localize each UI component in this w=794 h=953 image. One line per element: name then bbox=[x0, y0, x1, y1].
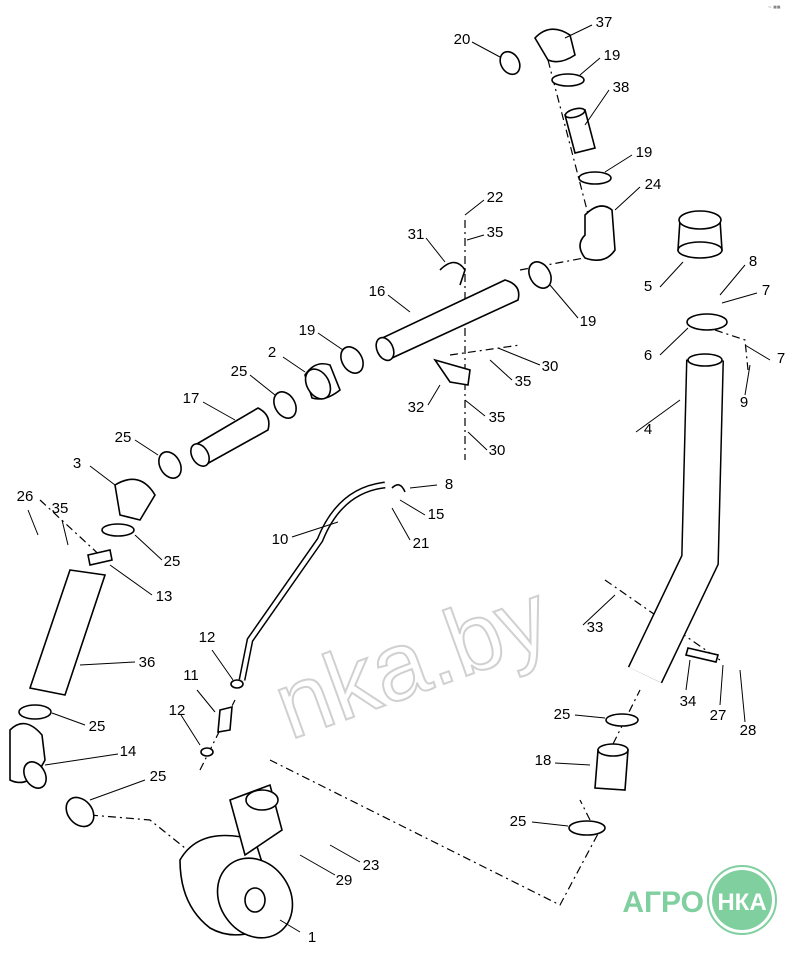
callout: 10 bbox=[272, 531, 289, 548]
logo-right-text: НКА bbox=[717, 889, 766, 916]
part-25-ring bbox=[273, 391, 297, 419]
callout: 5 bbox=[644, 278, 652, 295]
callout: 25 bbox=[89, 718, 106, 735]
callout: 30 bbox=[489, 442, 506, 459]
agronka-logo: АГРО НКА bbox=[622, 865, 777, 935]
callout: 28 bbox=[740, 722, 757, 739]
callout: 2 bbox=[268, 344, 276, 361]
callout: 32 bbox=[408, 399, 425, 416]
callout: 20 bbox=[454, 31, 471, 48]
callout: 34 bbox=[680, 693, 697, 710]
callout: 3 bbox=[73, 455, 81, 472]
part-12-clamp bbox=[200, 747, 214, 757]
callout: 31 bbox=[408, 226, 425, 243]
callout: 24 bbox=[645, 176, 662, 193]
part-36-hose bbox=[28, 569, 107, 696]
callout: 25 bbox=[164, 553, 181, 570]
callout: 19 bbox=[580, 313, 597, 330]
callout: 8 bbox=[445, 476, 453, 493]
part-25-ring bbox=[158, 451, 182, 479]
callout: 15 bbox=[428, 506, 445, 523]
callout: 19 bbox=[604, 47, 621, 64]
part-19-ring bbox=[340, 346, 364, 374]
callout: 7 bbox=[777, 350, 785, 367]
callout: 25 bbox=[510, 813, 527, 830]
callout: 37 bbox=[596, 14, 613, 31]
part-19-ring bbox=[578, 171, 612, 185]
part-25-ring bbox=[101, 523, 135, 537]
part-20-ring bbox=[499, 50, 521, 76]
callout: 1 bbox=[308, 929, 316, 946]
part-25-ring bbox=[18, 704, 52, 720]
part-13-clamp bbox=[87, 549, 113, 566]
part-31-clip bbox=[439, 261, 466, 286]
callout: 23 bbox=[363, 857, 380, 874]
parts bbox=[9, 28, 728, 939]
watermark: nka.by bbox=[261, 562, 563, 759]
callout: 19 bbox=[636, 144, 653, 161]
callout: 19 bbox=[299, 322, 316, 339]
callout: 11 bbox=[183, 667, 199, 684]
callout: 13 bbox=[156, 588, 173, 605]
part-25-ring bbox=[568, 820, 606, 836]
logo-left-text: АГРО bbox=[622, 886, 704, 919]
part-6-clamp bbox=[686, 313, 728, 331]
part-34-clamp bbox=[684, 647, 720, 663]
part-19-ring bbox=[551, 73, 585, 87]
callout: 8 bbox=[749, 253, 757, 270]
part-11-connector bbox=[217, 705, 233, 733]
callout: 12 bbox=[199, 629, 216, 646]
callout: 29 bbox=[336, 872, 353, 889]
callout: 14 bbox=[120, 743, 137, 760]
part-3-elbow bbox=[114, 478, 156, 521]
callout: 35 bbox=[52, 500, 69, 517]
assembly-lines bbox=[39, 59, 749, 906]
leader-lines bbox=[27, 24, 771, 933]
callout: 35 bbox=[515, 373, 532, 390]
callout: 26 bbox=[17, 488, 34, 505]
part-25-ring bbox=[65, 796, 95, 828]
callout-labels: 20 37 19 38 19 24 22 35 31 5 8 7 19 16 1… bbox=[17, 14, 786, 946]
callout: 6 bbox=[644, 347, 652, 364]
callout: 35 bbox=[487, 224, 504, 241]
part-15-clamp bbox=[391, 484, 406, 493]
callout: 16 bbox=[369, 283, 386, 300]
part-37-elbow bbox=[534, 28, 576, 63]
callout: 25 bbox=[115, 429, 132, 446]
part-19-ring bbox=[528, 261, 552, 289]
callout: 9 bbox=[740, 394, 748, 411]
callout: 36 bbox=[139, 654, 156, 671]
callout: 35 bbox=[489, 409, 506, 426]
callout: 22 bbox=[487, 189, 504, 206]
callout: 4 bbox=[644, 421, 652, 438]
callout: 7 bbox=[762, 282, 770, 299]
callout: 25 bbox=[231, 363, 248, 380]
part-16-pipe bbox=[376, 279, 520, 359]
callout: 25 bbox=[554, 706, 571, 723]
callout: 12 bbox=[169, 702, 186, 719]
callout: 27 bbox=[710, 707, 727, 724]
callout: 30 bbox=[542, 358, 559, 375]
part-25-ring bbox=[605, 713, 639, 727]
callout: 25 bbox=[150, 768, 167, 785]
callout: 38 bbox=[613, 79, 630, 96]
callout: 17 bbox=[183, 390, 200, 407]
part-32-bracket bbox=[433, 358, 471, 386]
part-12-clamp bbox=[230, 679, 244, 689]
corner-code: ~ ■■ bbox=[768, 5, 781, 11]
callout: 21 bbox=[413, 535, 430, 552]
part-24-elbow bbox=[579, 205, 616, 261]
callout: 33 bbox=[587, 619, 604, 636]
callout: 18 bbox=[535, 752, 552, 769]
